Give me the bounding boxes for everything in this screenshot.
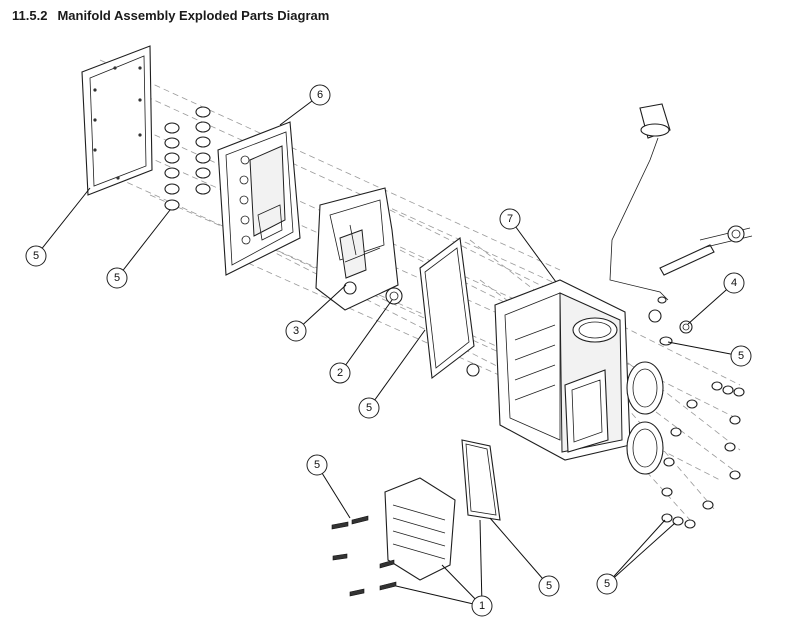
pressure-switch	[609, 103, 671, 304]
svg-text:5: 5	[546, 580, 552, 592]
callout-5c: 5	[358, 397, 380, 419]
manifold-plate	[217, 121, 301, 276]
svg-text:4: 4	[731, 277, 737, 289]
callout-1: 1	[471, 595, 493, 617]
callout-4: 4	[723, 272, 745, 294]
callout-6: 6	[309, 84, 331, 106]
svg-text:5: 5	[604, 578, 610, 590]
fitting-4	[648, 309, 693, 346]
o-ring-stack-left	[164, 122, 180, 211]
valve-gasket	[419, 236, 475, 380]
svg-text:7: 7	[507, 213, 513, 225]
svg-text:1: 1	[479, 600, 485, 612]
svg-text:5: 5	[738, 350, 744, 362]
svg-text:6: 6	[317, 89, 323, 101]
callout-5b: 5	[106, 267, 128, 289]
lower-cover	[384, 477, 456, 581]
svg-text:3: 3	[293, 325, 299, 337]
callout-5f: 5	[538, 575, 560, 597]
manifold-housing	[466, 279, 664, 475]
callout-3: 3	[285, 320, 307, 342]
diagram-title: Manifold Assembly Exploded Parts Diagram	[57, 8, 330, 23]
callout-7: 7	[499, 208, 521, 230]
svg-text:5: 5	[314, 459, 320, 471]
callout-5d: 5	[730, 345, 752, 367]
callout-5g: 5	[596, 573, 618, 595]
leader-lines	[35, 94, 742, 607]
o-ring-stack-right	[195, 106, 211, 195]
screws	[331, 515, 397, 597]
rear-gasket	[81, 45, 153, 196]
callout-5a: 5	[25, 245, 47, 267]
lower-gasket	[461, 439, 501, 521]
callout-2: 2	[329, 362, 351, 384]
sensor-probe	[659, 225, 753, 276]
fasteners-right	[661, 381, 745, 529]
svg-text:2: 2	[337, 367, 343, 379]
svg-text:5: 5	[366, 402, 372, 414]
svg-text:5: 5	[114, 272, 120, 284]
section-number: 11.5.2	[12, 8, 48, 23]
callout-5e: 5	[306, 454, 328, 476]
diagram-heading: 11.5.2 Manifold Assembly Exploded Parts D…	[12, 8, 329, 23]
svg-text:5: 5	[33, 250, 39, 262]
valve-body	[315, 187, 403, 311]
